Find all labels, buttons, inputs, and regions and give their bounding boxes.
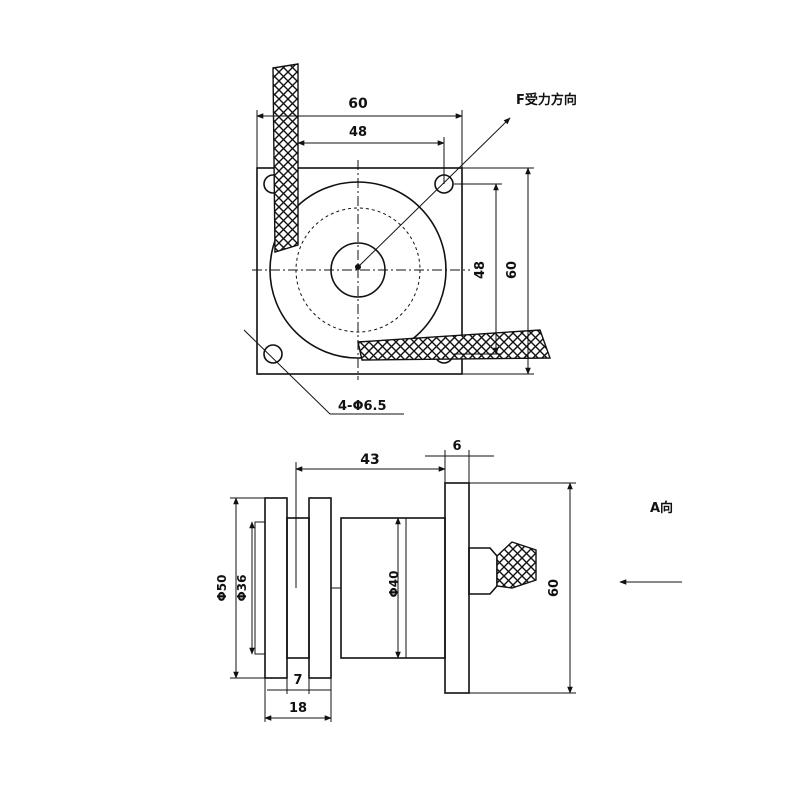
dim-18-label: 18 bbox=[289, 701, 307, 716]
dim-d50-label: Φ50 bbox=[215, 575, 229, 602]
dim-60-right-label: 60 bbox=[505, 261, 520, 279]
top-view: 60 48 48 60 F受力方向 4-Φ6.5 bbox=[243, 63, 577, 415]
right-flange bbox=[444, 482, 470, 694]
dim-7-label: 7 bbox=[293, 673, 302, 688]
dim-60-side-label: 60 bbox=[547, 579, 562, 597]
dim-d40-label: Φ40 bbox=[387, 571, 401, 598]
dim-48-right-label: 48 bbox=[473, 261, 488, 279]
force-direction-arrow bbox=[357, 117, 511, 268]
outer-body-circle bbox=[269, 181, 447, 359]
mounting-hole-bottom-left bbox=[263, 344, 283, 364]
base-inner-ring bbox=[254, 521, 266, 655]
right-threaded-stud bbox=[468, 547, 498, 595]
collar bbox=[308, 497, 332, 679]
hole-callout-label: 4-Φ6.5 bbox=[338, 399, 387, 414]
center-bore-circle bbox=[330, 242, 386, 298]
dim-d36-label: Φ36 bbox=[235, 575, 249, 602]
central-stud bbox=[286, 517, 310, 659]
vertical-support-hatched bbox=[272, 63, 299, 253]
horizontal-support-hatched bbox=[357, 329, 551, 361]
force-direction-label: F受力方向 bbox=[516, 92, 577, 108]
mounting-plate bbox=[256, 167, 463, 375]
side-view: 43 6 Φ50 Φ36 Φ40 60 7 18 A向 bbox=[215, 439, 682, 722]
base-plate bbox=[264, 497, 288, 679]
right-hatched-section bbox=[496, 541, 537, 589]
hole-callout-leader bbox=[243, 329, 404, 415]
dim-43-label: 43 bbox=[360, 452, 379, 468]
dim-60-top-label: 60 bbox=[348, 96, 368, 112]
dashed-inner-circle bbox=[295, 207, 421, 333]
view-direction-label: A向 bbox=[650, 500, 673, 516]
dim-6-label: 6 bbox=[452, 439, 461, 454]
dim-48-top-label: 48 bbox=[349, 125, 367, 140]
